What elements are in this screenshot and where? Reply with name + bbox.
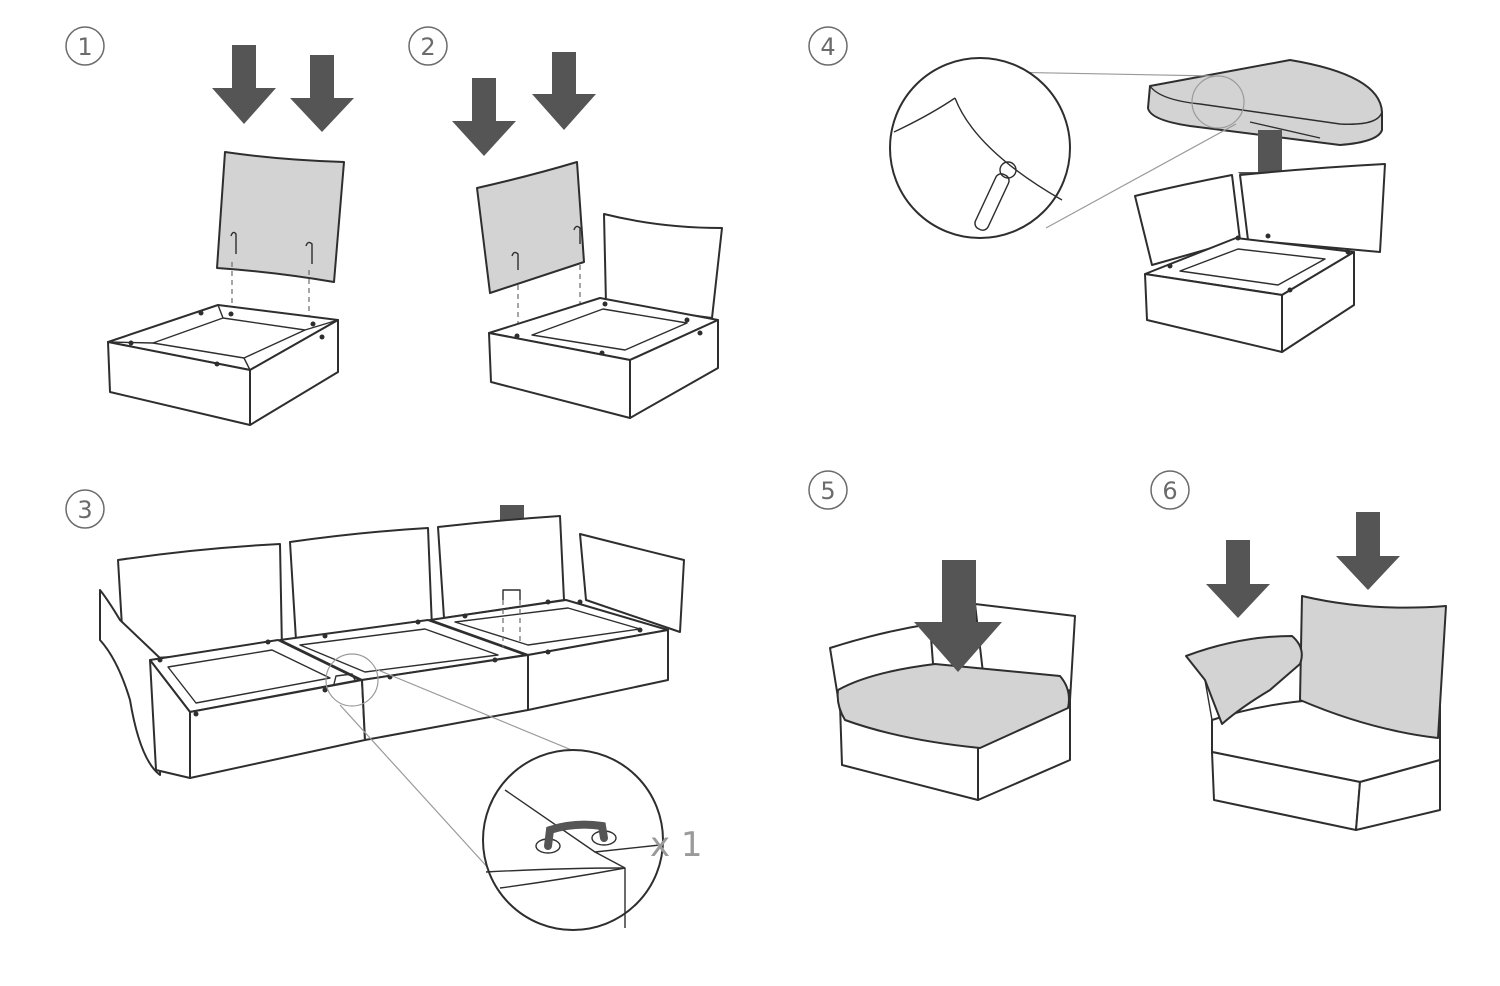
seat-cushion (1147, 59, 1383, 146)
back-cushion (216, 151, 345, 283)
step-2-label: 2 (420, 33, 435, 61)
down-arrow-icon (914, 560, 1002, 672)
step-2: 2 (408, 26, 723, 419)
step-1: 1 (65, 26, 354, 426)
step-6: 6 (1150, 470, 1447, 831)
step-2-number: 2 (408, 26, 448, 66)
step-3-label: 3 (77, 496, 92, 524)
down-arrow-icon (1206, 512, 1400, 618)
step-3-number: 3 (65, 489, 105, 529)
back-cushion (1299, 595, 1447, 739)
step-3: 3 (65, 489, 703, 931)
down-arrow-icon (452, 52, 596, 156)
step-4: 4 (808, 26, 1386, 353)
arm-cushion (1185, 635, 1303, 725)
quantity-label: x 1 (650, 825, 703, 865)
seat-cushion (836, 663, 1070, 749)
step-5-label: 5 (820, 477, 835, 505)
step-6-label: 6 (1162, 477, 1177, 505)
back-cushion (476, 161, 585, 294)
zipper-detail-zoom (889, 57, 1071, 239)
seat-base (1144, 233, 1355, 353)
step-1-label: 1 (77, 33, 92, 61)
step-4-label: 4 (820, 33, 835, 61)
seat-holes (157, 599, 643, 717)
connector-detail-zoom (482, 749, 664, 931)
seat-base (488, 297, 719, 419)
step-4-number: 4 (808, 26, 848, 66)
connector-bracket (502, 589, 521, 600)
step-5-number: 5 (808, 470, 848, 510)
step-6-number: 6 (1150, 470, 1190, 510)
seat-base (107, 304, 339, 426)
step-5: 5 (808, 470, 1076, 801)
down-arrow-icon (212, 45, 354, 132)
step-1-number: 1 (65, 26, 105, 66)
